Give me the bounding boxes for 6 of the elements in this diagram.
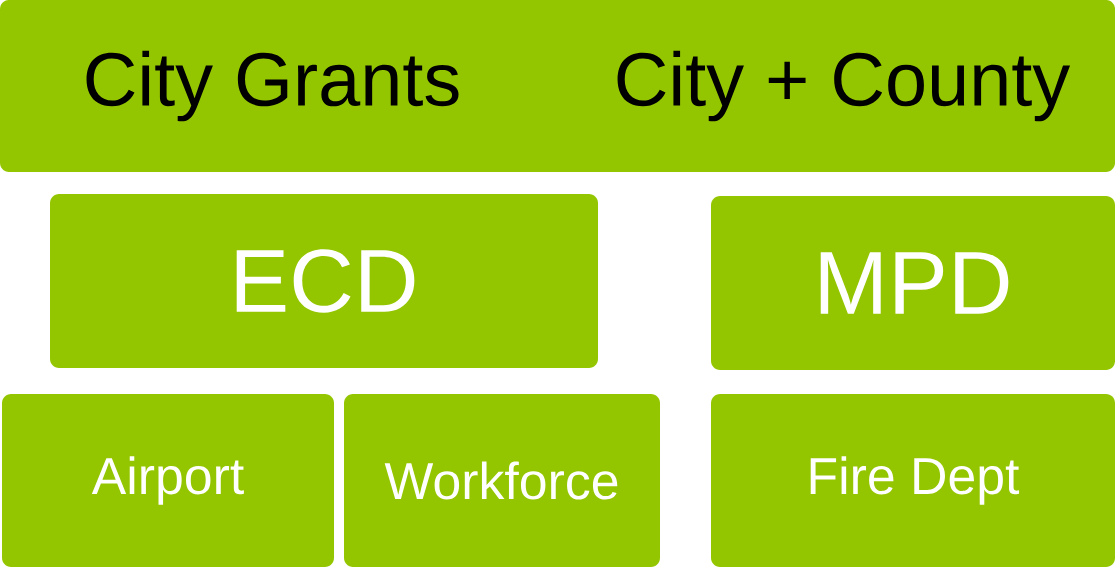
department-box: ECD <box>50 194 598 368</box>
heading-band: City Grants City + County <box>0 0 1115 172</box>
department-box: Airport <box>2 394 334 567</box>
department-box: Fire Dept <box>711 394 1115 567</box>
department-box: MPD <box>711 196 1115 370</box>
department-box: Workforce <box>344 394 660 567</box>
